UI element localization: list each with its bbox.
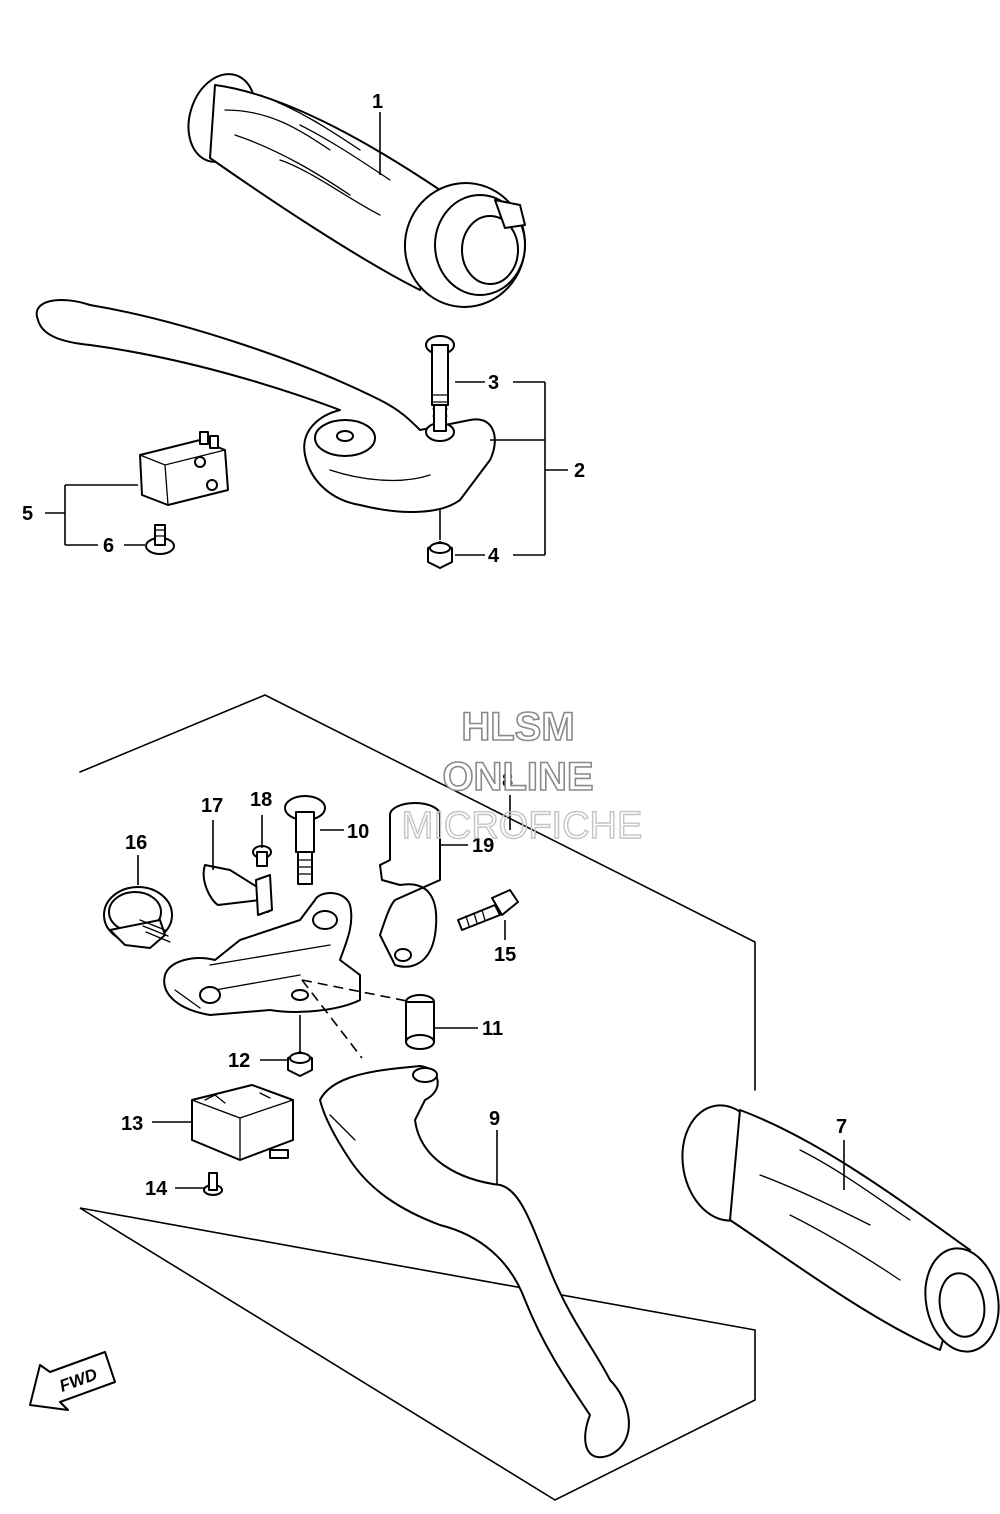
switch-bracket [202,864,273,916]
callout-2: 2 [574,460,585,482]
watermark: HLSM ONLINE MICROFICHE [401,704,643,848]
callout-16: 16 [125,832,147,854]
callout-5: 5 [22,503,33,525]
callout-1: 1 [372,91,383,113]
callout-4: 4 [488,545,500,567]
callout-10: 10 [347,821,369,843]
bottom-leaders [137,795,845,1190]
callout-9: 9 [489,1108,500,1130]
watermark-line-1: HLSM [461,705,574,749]
watermark-line-2: ONLINE [442,755,593,799]
screw [145,524,175,555]
callout-13: 13 [121,1113,143,1135]
bracket-screw [252,845,272,867]
nut [427,541,453,569]
callout-17: 17 [201,795,223,817]
lever-holder [379,802,441,968]
clutch-holder-body [163,892,361,1016]
alignment-lines [301,979,413,1059]
left-grip [681,1104,1000,1353]
callout-18: 18 [250,789,272,811]
throttle-grip [187,73,527,308]
pivot-bolt [425,335,455,432]
callout-6: 6 [103,535,114,557]
callout-8: 8 [502,770,513,792]
watermark-line-3: MICROFICHE [402,805,643,847]
clutch-switch [191,1084,294,1161]
callout-3: 3 [488,372,499,394]
switch-screw [203,1172,223,1196]
top-leaders [45,112,568,556]
callout-12: 12 [228,1050,250,1072]
callout-15: 15 [494,944,516,966]
clutch-lever [319,1065,630,1459]
callout-labels: 1 3 2 4 5 6 8 17 18 10 19 16 15 11 12 13… [22,91,847,1200]
callout-7: 7 [836,1116,847,1138]
lever-nut [287,1051,313,1077]
holder-clamp-bolt [457,889,519,931]
callout-14: 14 [145,1178,168,1200]
adjuster-knob [103,886,173,949]
brake-switch [139,431,229,506]
brake-lever-assembly [35,299,496,513]
callout-11: 11 [482,1018,503,1040]
collar [405,994,435,1050]
holder-bolt [284,795,326,885]
fwd-direction-arrow: FWD [29,1351,116,1411]
callout-19: 19 [472,835,494,857]
